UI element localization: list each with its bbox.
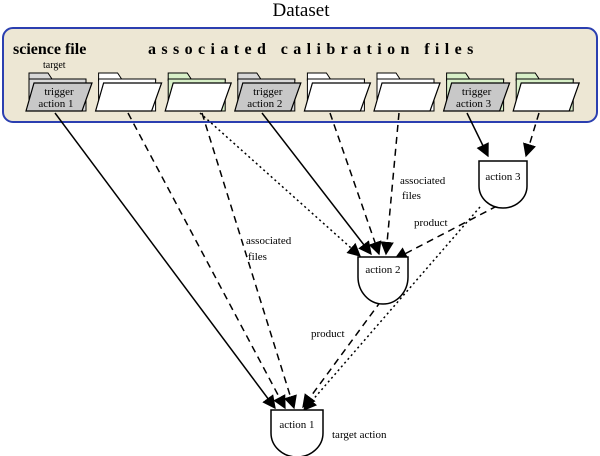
associated-calibration-files-label: associated calibration files [148,41,479,58]
associated-files-label-2b: files [402,190,421,202]
action-3-label: action 3 [485,171,521,183]
associated-files-label-1b: files [248,251,267,263]
action-3-node [478,160,528,209]
target-action-label: target action [332,429,387,441]
product-link-1 [393,205,498,260]
associated-files-label-2a: associated [400,175,446,187]
science-file-label: science file [13,41,86,58]
assoc-link-4 [380,112,400,256]
dotted-link-1 [199,112,362,257]
folder-icon [373,72,441,112]
associated-files-label-1a: associated [246,235,292,247]
action-1-node [270,409,324,456]
product-link-2 [302,300,382,409]
product-label-2: product [311,328,345,340]
action-2-node [357,256,409,305]
assoc-link-2 [201,112,297,410]
product-label-1: product [414,217,448,229]
folder-tag-label: target [43,60,66,71]
connectors [54,112,540,412]
action-1-label: action 1 [279,419,314,431]
assoc-link-5 [523,112,540,158]
folder-icon [303,72,372,112]
trigger-link-1 [54,112,276,410]
folder-label-line1: trigger [253,86,283,98]
folder-label-line2: action 1 [38,98,73,110]
folder-label-line1: trigger [44,86,74,98]
trigger-link-2 [261,112,372,256]
folder-icon [164,72,233,112]
folder-icon [94,72,163,112]
dotted-link-2 [303,206,481,412]
folder-label-line2: action 3 [456,98,492,110]
folder-label-line2: action 2 [247,98,282,110]
folder-icon [512,72,581,112]
trigger-link-3 [466,112,489,158]
assoc-link-3 [329,112,382,256]
folder-label-line1: trigger [462,86,492,98]
assoc-link-1 [127,112,286,410]
diagram-title: Dataset [273,0,331,21]
action-2-label: action 2 [365,264,400,276]
